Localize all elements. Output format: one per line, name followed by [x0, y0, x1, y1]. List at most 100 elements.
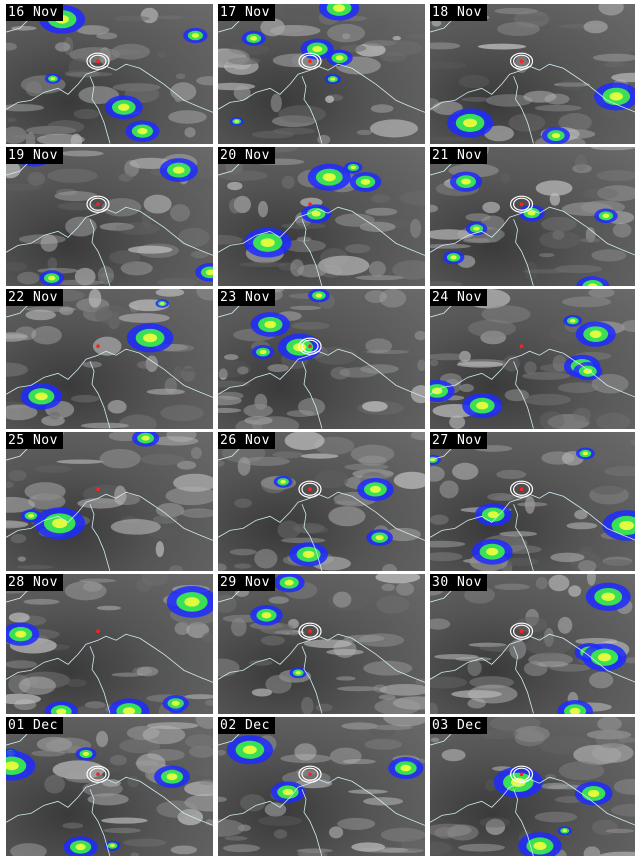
- cloud-texture: [548, 574, 570, 592]
- cloud-texture: [103, 827, 142, 833]
- cloud-texture: [297, 263, 327, 277]
- coastline: [301, 218, 323, 286]
- cloud-texture: [160, 404, 204, 422]
- target-ring: [298, 52, 322, 70]
- satellite-panel: 22 Nov: [6, 289, 213, 429]
- cloud-texture: [218, 594, 237, 614]
- cloud-texture: [15, 326, 37, 341]
- cloud-texture: [31, 749, 66, 757]
- location-marker: [96, 486, 100, 491]
- target-ring: [512, 624, 531, 638]
- convective-cloud: [35, 392, 48, 401]
- cloud-texture: [522, 371, 571, 380]
- cloud-texture: [364, 40, 397, 47]
- target-ring: [510, 765, 534, 783]
- cloud-texture: [479, 146, 528, 158]
- cloud-texture: [190, 446, 202, 459]
- cloud-texture: [8, 469, 27, 481]
- cloud-texture: [329, 825, 344, 838]
- cloud-texture: [65, 678, 87, 688]
- satellite-panel: 17 Nov: [218, 4, 425, 144]
- convective-cloud: [597, 653, 612, 662]
- cloud-texture: [24, 481, 66, 501]
- cloud-texture: [54, 279, 104, 285]
- cloud-texture: [513, 10, 550, 28]
- convective-cloud: [587, 789, 600, 797]
- cloud-texture: [364, 738, 403, 750]
- cloud-texture: [385, 527, 421, 541]
- cloud-texture: [205, 699, 213, 706]
- cloud-texture: [174, 93, 183, 103]
- cloud-texture: [119, 738, 161, 753]
- cloud-texture: [233, 195, 251, 213]
- convective-cloud: [335, 55, 344, 61]
- cloud-texture: [233, 85, 251, 101]
- convective-cloud: [122, 707, 136, 714]
- cloud-texture: [270, 93, 282, 113]
- cloud-texture: [368, 260, 386, 277]
- satellite-image: [430, 146, 635, 286]
- target-ring: [512, 482, 531, 496]
- cloud-texture: [168, 110, 207, 124]
- cloud-texture: [259, 622, 295, 635]
- cloud-texture: [344, 463, 389, 471]
- cloud-texture: [558, 112, 592, 132]
- cloud-texture: [175, 73, 186, 80]
- cloud-texture: [343, 634, 385, 643]
- cloud-texture: [613, 778, 635, 795]
- cloud-texture: [234, 498, 252, 508]
- location-marker: [519, 771, 524, 776]
- cloud-texture: [286, 410, 315, 417]
- coastline: [301, 503, 323, 571]
- cloud-texture: [379, 683, 425, 696]
- cloud-texture: [328, 591, 368, 611]
- cloud-texture: [369, 724, 413, 730]
- convective-cloud: [260, 237, 275, 247]
- cloud-texture: [99, 448, 141, 468]
- cloud-texture: [145, 355, 158, 372]
- cloud-texture: [155, 540, 165, 557]
- cloud-texture: [350, 444, 395, 463]
- cloud-texture: [60, 150, 104, 157]
- cloud-texture: [126, 725, 160, 740]
- convective-cloud: [330, 77, 336, 81]
- cloud-texture: [41, 415, 65, 426]
- cloud-texture: [477, 43, 527, 50]
- cloud-texture: [330, 366, 350, 380]
- satellite-panel: 20 Nov: [218, 146, 425, 286]
- cloud-texture: [218, 459, 225, 467]
- cloud-texture: [375, 574, 421, 584]
- cloud-texture: [447, 823, 479, 840]
- cloud-texture: [383, 716, 425, 726]
- convective-cloud: [589, 330, 602, 338]
- convective-cloud: [369, 485, 381, 493]
- cloud-texture: [20, 671, 70, 689]
- cloud-texture: [430, 243, 471, 249]
- cloud-texture: [88, 289, 102, 308]
- panel-date-label: 22 Nov: [6, 289, 63, 306]
- cloud-texture: [376, 595, 410, 614]
- cloud-texture: [157, 277, 198, 286]
- convective-cloud: [562, 828, 567, 832]
- convective-cloud: [143, 333, 158, 343]
- cloud-texture: [502, 355, 520, 372]
- coastline: [430, 348, 635, 398]
- cloud-texture: [441, 748, 466, 761]
- target-ring: [89, 54, 107, 68]
- cloud-texture: [342, 758, 376, 764]
- cloud-texture: [155, 502, 185, 517]
- convective-cloud: [312, 45, 323, 53]
- cloud-texture: [364, 290, 387, 303]
- panel-date-label: 27 Nov: [430, 431, 487, 449]
- cloud-texture: [111, 672, 144, 677]
- cloud-texture: [550, 552, 585, 562]
- cloud-texture: [535, 577, 548, 590]
- convective-cloud: [619, 520, 635, 530]
- cloud-texture: [410, 431, 425, 440]
- cloud-texture: [479, 816, 511, 827]
- convective-cloud: [259, 349, 267, 355]
- cloud-texture: [277, 520, 301, 539]
- cloud-texture: [523, 90, 557, 103]
- cloud-texture: [574, 153, 587, 171]
- cloud-texture: [68, 58, 90, 78]
